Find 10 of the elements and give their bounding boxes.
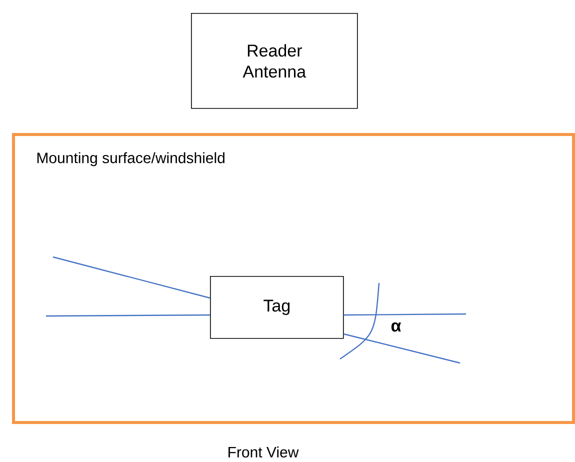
angle-label: α	[391, 322, 402, 332]
line	[46, 314, 210, 317]
caption: Front View	[228, 446, 299, 458]
line	[344, 313, 466, 316]
tag-box: Tag	[210, 276, 344, 339]
antenna-box: Reader Antenna	[191, 13, 358, 109]
line	[344, 333, 460, 364]
surface-frame	[12, 133, 575, 424]
heading: Mounting surface/windshield	[37, 152, 224, 166]
line	[52, 256, 210, 299]
